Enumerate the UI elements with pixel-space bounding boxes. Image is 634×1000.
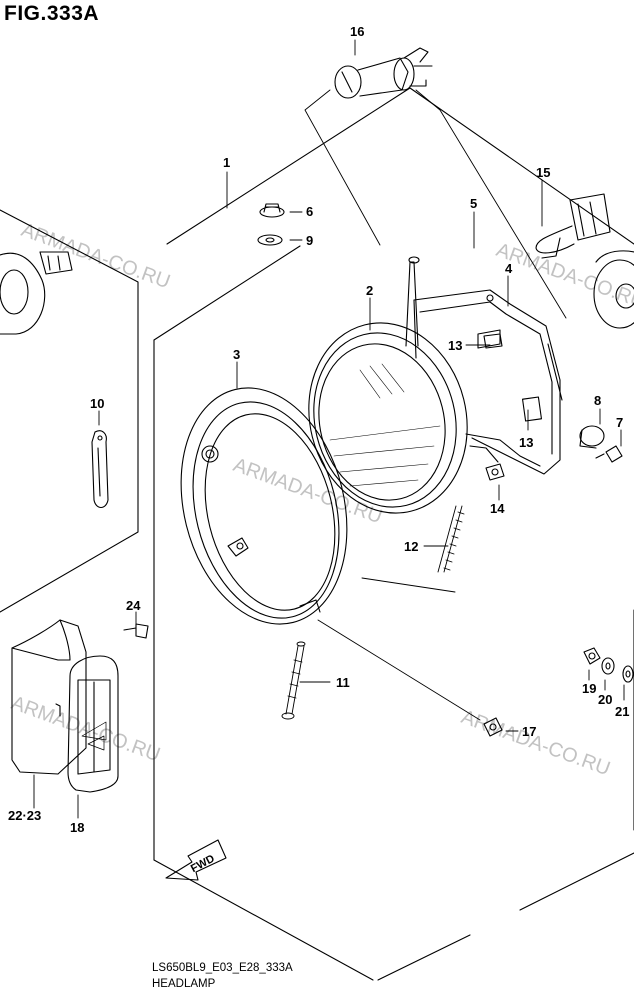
bracket-part-4[interactable] [413, 289, 563, 475]
watermark-text: ARMADA-CO.RU [458, 706, 613, 780]
turn-signal-housing-part-22-23[interactable] [11, 619, 87, 775]
watermark-text: ARMADA-CO.RU [493, 239, 634, 313]
band-part-10[interactable] [91, 430, 109, 509]
callout-15: 15 [536, 165, 550, 180]
callout-12: 12 [404, 539, 418, 554]
turn-signal-housing-left [0, 251, 73, 335]
figure-model-code: LS650BL9_E03_E28_333A [152, 962, 293, 974]
watermark-text: ARMADA-CO.RU [230, 454, 385, 528]
rim-part-3[interactable] [157, 370, 370, 642]
callout-11: 11 [336, 675, 350, 690]
headlamp-unit-part-2[interactable] [289, 256, 487, 530]
callout-21: 21 [615, 704, 629, 719]
lens-part-18[interactable] [67, 655, 119, 793]
cushion-part-8[interactable] [579, 425, 605, 449]
callout-22-23: 22·23 [8, 808, 41, 823]
watermarks: ARMADA-CO.RU ARMADA-CO.RU ARMADA-CO.RU A… [8, 219, 634, 780]
screw-part-6[interactable] [259, 203, 285, 218]
callout-4: 4 [505, 261, 513, 276]
leader-lines [33, 39, 625, 819]
nut-part-14[interactable] [485, 463, 505, 481]
figure-name: HEADLAMP [152, 978, 216, 990]
fwd-arrow-icon: FWD [165, 839, 227, 881]
screw-part-11[interactable] [281, 641, 306, 720]
washer-part-20[interactable] [601, 657, 615, 675]
callout-9: 9 [306, 233, 313, 248]
callout-3: 3 [233, 347, 240, 362]
screw-part-24[interactable] [123, 623, 149, 639]
washer-part-21[interactable] [622, 665, 634, 683]
callout-10: 10 [90, 396, 104, 411]
assembly-frame [0, 87, 634, 981]
callout-6: 6 [306, 204, 313, 219]
callout-24: 24 [126, 598, 141, 613]
callout-13-lower: 13 [519, 435, 533, 450]
callout-2: 2 [366, 283, 373, 298]
figure-title: FIG.333A [4, 2, 100, 25]
nut-part-19[interactable] [583, 647, 601, 665]
callout-7: 7 [616, 415, 623, 430]
callout-5: 5 [470, 196, 477, 211]
callouts: 16 1 15 5 6 9 4 2 13 3 8 10 7 13 14 12 2… [8, 24, 629, 835]
bolt-part-7[interactable] [595, 445, 623, 463]
callout-14: 14 [490, 501, 505, 516]
callout-1: 1 [223, 155, 230, 170]
housing-right [593, 250, 634, 329]
spring-part-12[interactable] [437, 505, 465, 573]
callout-8: 8 [594, 393, 601, 408]
callout-13-upper: 13 [448, 338, 462, 353]
fwd-label: FWD [189, 853, 217, 875]
callout-20: 20 [598, 692, 612, 707]
washer-part-9[interactable] [257, 234, 283, 246]
socket-part-15[interactable] [535, 193, 611, 259]
nut-part-17[interactable] [483, 717, 503, 737]
callout-19: 19 [582, 681, 596, 696]
nut-part-13[interactable] [483, 333, 503, 349]
bulb-part-16[interactable] [334, 47, 433, 99]
callout-18: 18 [70, 820, 84, 835]
callout-17: 17 [522, 724, 536, 739]
callout-16: 16 [350, 24, 364, 39]
